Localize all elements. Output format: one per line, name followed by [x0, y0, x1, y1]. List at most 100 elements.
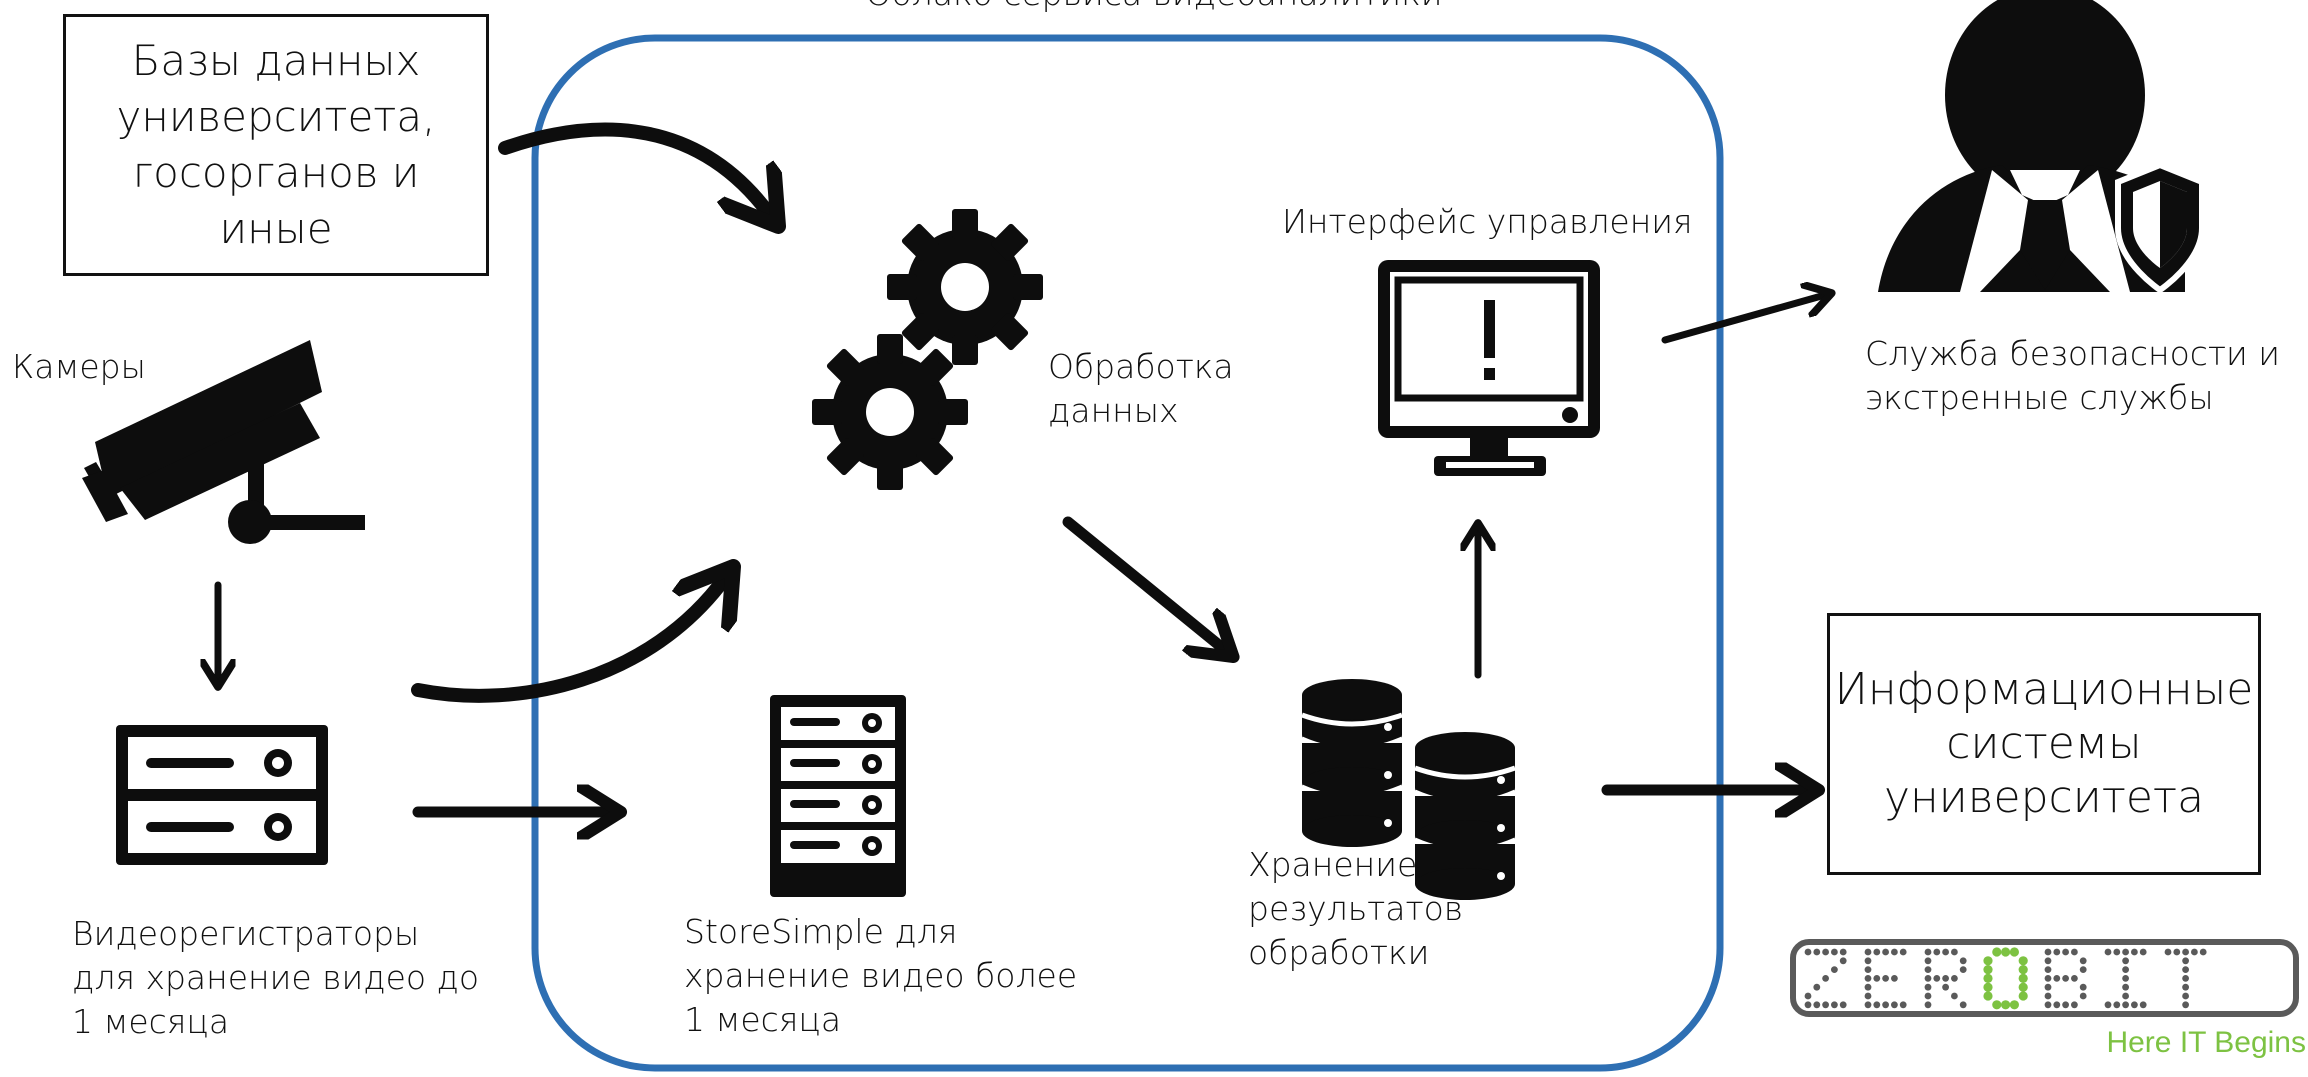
- logo-dot: [2001, 1000, 2011, 1010]
- logo-dot: [2182, 1001, 2190, 1009]
- logo-dot: [2122, 1001, 2130, 1009]
- logo-dot: [2131, 948, 2138, 956]
- logo-dot: [2113, 948, 2121, 956]
- cloud-caption: Облако сервиса видеоаналитики: [0, 0, 2308, 16]
- logo-dot: [2053, 975, 2061, 982]
- logo-dot: [1951, 948, 1958, 956]
- cctv-camera-icon: [82, 340, 365, 544]
- logo-dot: [2079, 966, 2087, 973]
- logo-tagline: Here IT Begins: [2106, 1026, 2306, 1059]
- logo-dot: [1924, 966, 1932, 973]
- cameras-label: Камеры: [12, 347, 146, 386]
- logo-dot: [2182, 948, 2190, 956]
- logo-dot: [2053, 948, 2061, 956]
- logo-dot: [1831, 1001, 1838, 1009]
- logo-dot: [1983, 991, 1993, 1001]
- logo-dot: [1804, 1001, 1812, 1009]
- logo-dot: [2182, 966, 2190, 973]
- control-interface-label: Интерфейс управления: [1282, 202, 1693, 241]
- logo-dot: [2044, 992, 2052, 1000]
- logo-dot: [2131, 1001, 2138, 1009]
- dvr-label: Видеорегистраторы для хранение видео до …: [72, 914, 480, 1041]
- logo-dot: [1924, 1001, 1932, 1009]
- logo-dot: [1864, 948, 1872, 956]
- arrow-processing-to-results: [1062, 516, 1225, 650]
- logo-dot: [1882, 975, 1889, 982]
- cloud-boundary: [531, 34, 1724, 1072]
- logo-dot: [2139, 1001, 2147, 1009]
- logo-dot: [2018, 991, 2028, 1001]
- logo-dot: [1992, 947, 2002, 957]
- monitor-alert-icon: [1378, 260, 1600, 476]
- logo-dot: [1864, 992, 1872, 1000]
- logo-dot: [1831, 966, 1838, 973]
- logo-dot: [2164, 948, 2172, 956]
- logo-dot: [2191, 948, 2198, 956]
- logo-dot: [2018, 982, 2028, 992]
- processing-label: Обработка данных: [1048, 347, 1234, 430]
- logo-dot: [2122, 948, 2130, 956]
- logo-dot: [1959, 1001, 1967, 1009]
- logo-dot: [2104, 948, 2112, 956]
- logo-dot: [2122, 957, 2130, 965]
- logo-dot: [2044, 966, 2052, 973]
- logo-dot: [2071, 975, 2078, 982]
- logo-dot: [1873, 1001, 1881, 1009]
- logo-dot: [2079, 983, 2087, 991]
- databases-label: Базы данных университета, госорганов и и…: [116, 36, 436, 253]
- logo-dot: [1822, 1001, 1829, 1009]
- logo-dot: [1891, 1001, 1898, 1009]
- logo-dot: [1899, 1001, 1907, 1009]
- infosystems-label: Информационные системы университета: [1834, 664, 2254, 823]
- logo-dot: [2018, 956, 2028, 966]
- security-person-icon: [1878, 0, 2205, 294]
- logo-dot: [1942, 983, 1949, 991]
- logo-dot: [2009, 947, 2019, 957]
- logo-dot: [1813, 983, 1821, 991]
- logo-dot: [2071, 948, 2078, 956]
- infosystems-box: Информационные системы университета: [1827, 613, 2261, 875]
- logo-dot: [1864, 975, 1872, 982]
- logo-dot: [1951, 992, 1958, 1000]
- results-storage-label: Хранение результатов обработки: [1248, 845, 1464, 972]
- logo-dot: [2182, 957, 2190, 965]
- logo-dot: [2122, 992, 2130, 1000]
- server-rack-icon: [770, 695, 906, 897]
- logo-dot: [1839, 957, 1847, 965]
- logo-dot: [1899, 948, 1907, 956]
- logo-dot: [1983, 956, 1993, 966]
- logo-dot: [1839, 1001, 1847, 1009]
- arrow-dvr-to-processing: [411, 578, 725, 703]
- logo-dot: [1882, 1001, 1889, 1009]
- logo-dot: [2001, 947, 2011, 957]
- logo-dot: [1864, 983, 1872, 991]
- logo-dot: [1933, 975, 1941, 982]
- logo-dot: [2044, 983, 2052, 991]
- logo-dot: [2122, 966, 2130, 973]
- logo-dot: [1822, 975, 1829, 982]
- logo-dot: [1813, 1001, 1821, 1009]
- logo-dot: [2199, 948, 2207, 956]
- logo-dot: [1804, 948, 1812, 956]
- logo-dot: [1831, 948, 1838, 956]
- arrow-interface-to-security: [1661, 295, 1825, 344]
- logo-dot: [2044, 975, 2052, 982]
- logo-dot: [1951, 975, 1958, 982]
- logo-dot: [1933, 948, 1941, 956]
- logo-dot: [1992, 1000, 2002, 1010]
- zerobit-logo: [1790, 939, 2299, 1017]
- logo-dot: [2079, 957, 2087, 965]
- logo-dot: [2062, 975, 2070, 982]
- dvr-icon: [116, 725, 328, 865]
- logo-dot: [1813, 948, 1821, 956]
- gears-icon: [812, 209, 1043, 490]
- logo-dot: [2122, 975, 2130, 982]
- logo-dot: [1924, 975, 1932, 982]
- logo-dot: [2182, 975, 2190, 982]
- logo-dot: [2113, 1001, 2121, 1009]
- logo-dot: [1873, 975, 1881, 982]
- logo-dot: [1864, 1001, 1872, 1009]
- logo-dot: [1822, 948, 1829, 956]
- logo-dot: [2182, 992, 2190, 1000]
- logo-dot: [1924, 983, 1932, 991]
